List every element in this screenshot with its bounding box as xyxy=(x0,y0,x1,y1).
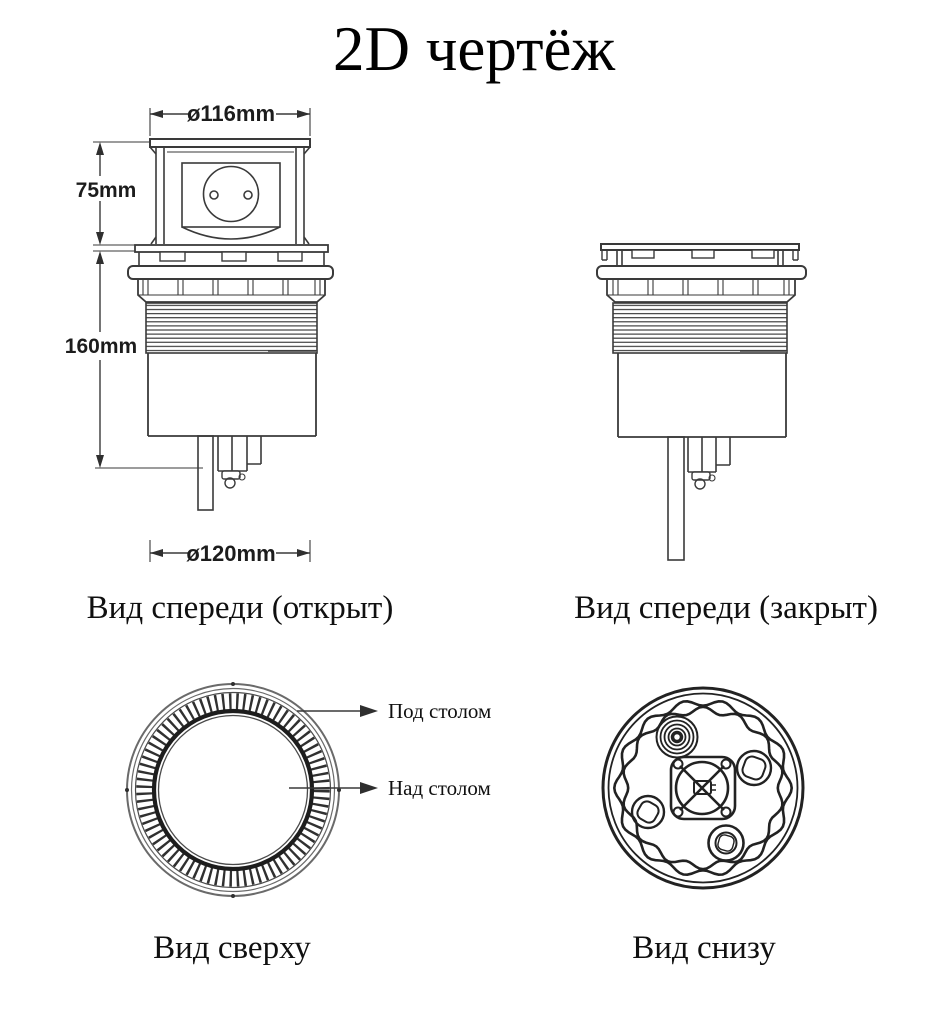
mounting-plate xyxy=(134,244,329,266)
pop-up-box xyxy=(149,138,311,245)
above-table-rim xyxy=(151,708,315,872)
dimension-bottom-diameter: ø120mm xyxy=(149,540,311,566)
caption-top-view: Вид сверху xyxy=(153,930,311,966)
nut-bottom xyxy=(707,824,745,862)
dim-top-diameter-label: ø116mm xyxy=(187,101,275,126)
closed-mounting-flange xyxy=(596,265,807,303)
scalloped-ring-inner xyxy=(622,705,784,871)
socket-pin-hole-left xyxy=(209,190,219,200)
closed-top-plate xyxy=(600,243,800,266)
knurled-ring xyxy=(136,693,330,887)
under-table-label: Под столом xyxy=(388,699,491,723)
closed-threaded-body xyxy=(612,302,788,354)
socket-pin-hole-right xyxy=(243,190,253,200)
front-view-closed: Вид спереди (закрыт) xyxy=(574,243,878,626)
dimension-lift-height: 75mm xyxy=(76,141,150,246)
closed-cylinder-body xyxy=(617,353,787,438)
caption-front-open: Вид спереди (открыт) xyxy=(87,590,394,626)
center-cross-bracket xyxy=(669,755,737,821)
dim-lift-height-label: 75mm xyxy=(76,179,137,202)
page-title: 2D чертёж xyxy=(333,14,616,84)
dimension-under-table-depth: 160mm xyxy=(65,250,203,469)
caption-front-closed: Вид спереди (закрыт) xyxy=(574,590,878,626)
cylinder-body xyxy=(147,353,317,437)
socket-outlet xyxy=(181,162,281,240)
dim-under-table-depth-label: 160mm xyxy=(65,335,137,358)
bottom-bracket xyxy=(197,435,262,511)
above-table-label: Над столом xyxy=(388,776,491,800)
closed-bottom-bracket xyxy=(667,436,731,561)
caption-bottom-view: Вид снизу xyxy=(632,930,776,966)
under-table-callout: Под столом xyxy=(297,699,491,723)
nut-right xyxy=(735,749,773,787)
dimension-top-diameter: ø116mm xyxy=(149,101,311,136)
above-table-callout: Над столом xyxy=(289,776,491,800)
bottom-view: Вид снизу xyxy=(601,686,805,966)
top-view: Под столом Над столом Вид сверху xyxy=(125,682,491,966)
front-view-open: ø116mm xyxy=(65,101,394,626)
dim-bottom-diameter-label: ø120mm xyxy=(186,541,275,566)
mounting-flange xyxy=(127,265,334,303)
nut-left xyxy=(630,794,666,830)
threaded-body xyxy=(145,302,318,354)
scalloped-ring-outer xyxy=(612,699,794,877)
spring-adjuster xyxy=(655,715,699,759)
